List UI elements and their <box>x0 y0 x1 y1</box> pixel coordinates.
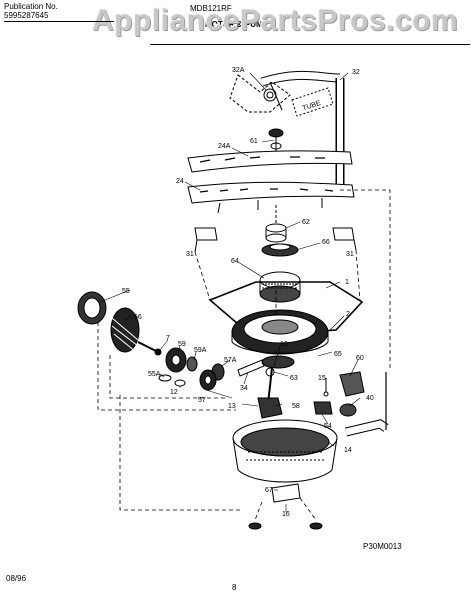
shaft-seal <box>261 355 295 369</box>
feed-tube <box>229 70 345 190</box>
part-label-31-left: 31 <box>186 251 194 258</box>
drain-hose <box>344 372 389 437</box>
rotor <box>165 347 187 373</box>
part-label-31-right: 31 <box>346 251 354 258</box>
part-label-56: 56 <box>134 314 142 321</box>
part-label-10: 10 <box>280 341 288 348</box>
header-rule-right <box>150 44 470 45</box>
bracket-right <box>332 227 357 251</box>
header-rule <box>4 21 114 22</box>
part-label-12: 12 <box>170 389 178 396</box>
part-label-62: 62 <box>302 219 310 226</box>
part-label-14: 14 <box>344 447 352 454</box>
part-label-58: 58 <box>292 403 300 410</box>
switch-54 <box>313 401 333 415</box>
part-label-57A: 57A <box>224 357 237 364</box>
diagram-code: P30M0013 <box>363 542 402 551</box>
drain-valve-40 <box>339 403 357 417</box>
nut-right <box>309 522 323 530</box>
part-label-54: 54 <box>324 423 332 430</box>
part-label-59A: 59A <box>194 347 207 354</box>
part-label-24A: 24A <box>218 143 231 150</box>
motor-mount <box>257 397 283 419</box>
part-label-55: 55 <box>122 288 130 295</box>
part-label-61: 61 <box>250 138 258 145</box>
nut-left <box>248 522 262 530</box>
part-label-2: 2 <box>346 311 350 318</box>
page-number: 8 <box>232 583 237 592</box>
upper-spray-arm <box>187 150 353 173</box>
part-label-55A: 55A <box>148 371 161 378</box>
part-label-24: 24 <box>176 178 184 185</box>
part-label-59: 59 <box>178 341 186 348</box>
part-label-57: 57 <box>198 397 206 404</box>
mount-bracket <box>271 483 301 503</box>
coupling <box>265 205 287 243</box>
section-title: MOTOR & PUMP <box>205 20 268 29</box>
model-number: MDB121RF <box>190 4 232 13</box>
footer-date: 08/96 <box>6 574 27 583</box>
motor-shaft <box>137 341 162 356</box>
part-label-65: 65 <box>334 351 342 358</box>
watermark: AppliancePartsPros.com <box>92 4 459 37</box>
clip-15 <box>323 378 329 397</box>
bearing-59A <box>186 356 198 372</box>
motor-end-cap <box>77 291 107 325</box>
publication-number: 5995287645 <box>4 11 49 20</box>
guide-lines <box>97 189 391 521</box>
part-label-16: 16 <box>282 511 290 518</box>
part-label-32A: 32A <box>232 67 245 74</box>
spacer-55A <box>158 374 172 382</box>
part-label-7: 7 <box>166 335 170 342</box>
part-label-34: 34 <box>240 385 248 392</box>
part-label-40: 40 <box>366 395 374 402</box>
impeller <box>261 243 299 257</box>
tube-stamp-text: TUBE <box>302 100 322 113</box>
strap-34 <box>237 359 265 377</box>
part-label-15: 15 <box>318 375 326 382</box>
part-label-60: 60 <box>356 355 364 362</box>
part-label-66: 66 <box>322 239 330 246</box>
lower-spray-arm <box>187 181 355 214</box>
part-label-1: 1 <box>345 279 349 286</box>
part-label-32: 32 <box>352 69 360 76</box>
motor-stator <box>110 307 140 353</box>
part-label-67: 67 <box>265 487 273 494</box>
publication-label: Publication No. <box>4 2 58 11</box>
pump-housing <box>231 309 329 355</box>
lower-sump <box>232 419 338 483</box>
bracket-left <box>194 227 218 253</box>
tube-stamp <box>291 87 334 117</box>
leader-lines <box>99 72 361 512</box>
bearing-57 <box>199 369 217 391</box>
part-label-64: 64 <box>231 258 239 265</box>
heater-terminal <box>339 371 365 397</box>
filter-screen <box>259 271 301 303</box>
part-label-13: 13 <box>228 403 236 410</box>
part-label-63: 63 <box>290 375 298 382</box>
washer-12 <box>174 379 186 387</box>
